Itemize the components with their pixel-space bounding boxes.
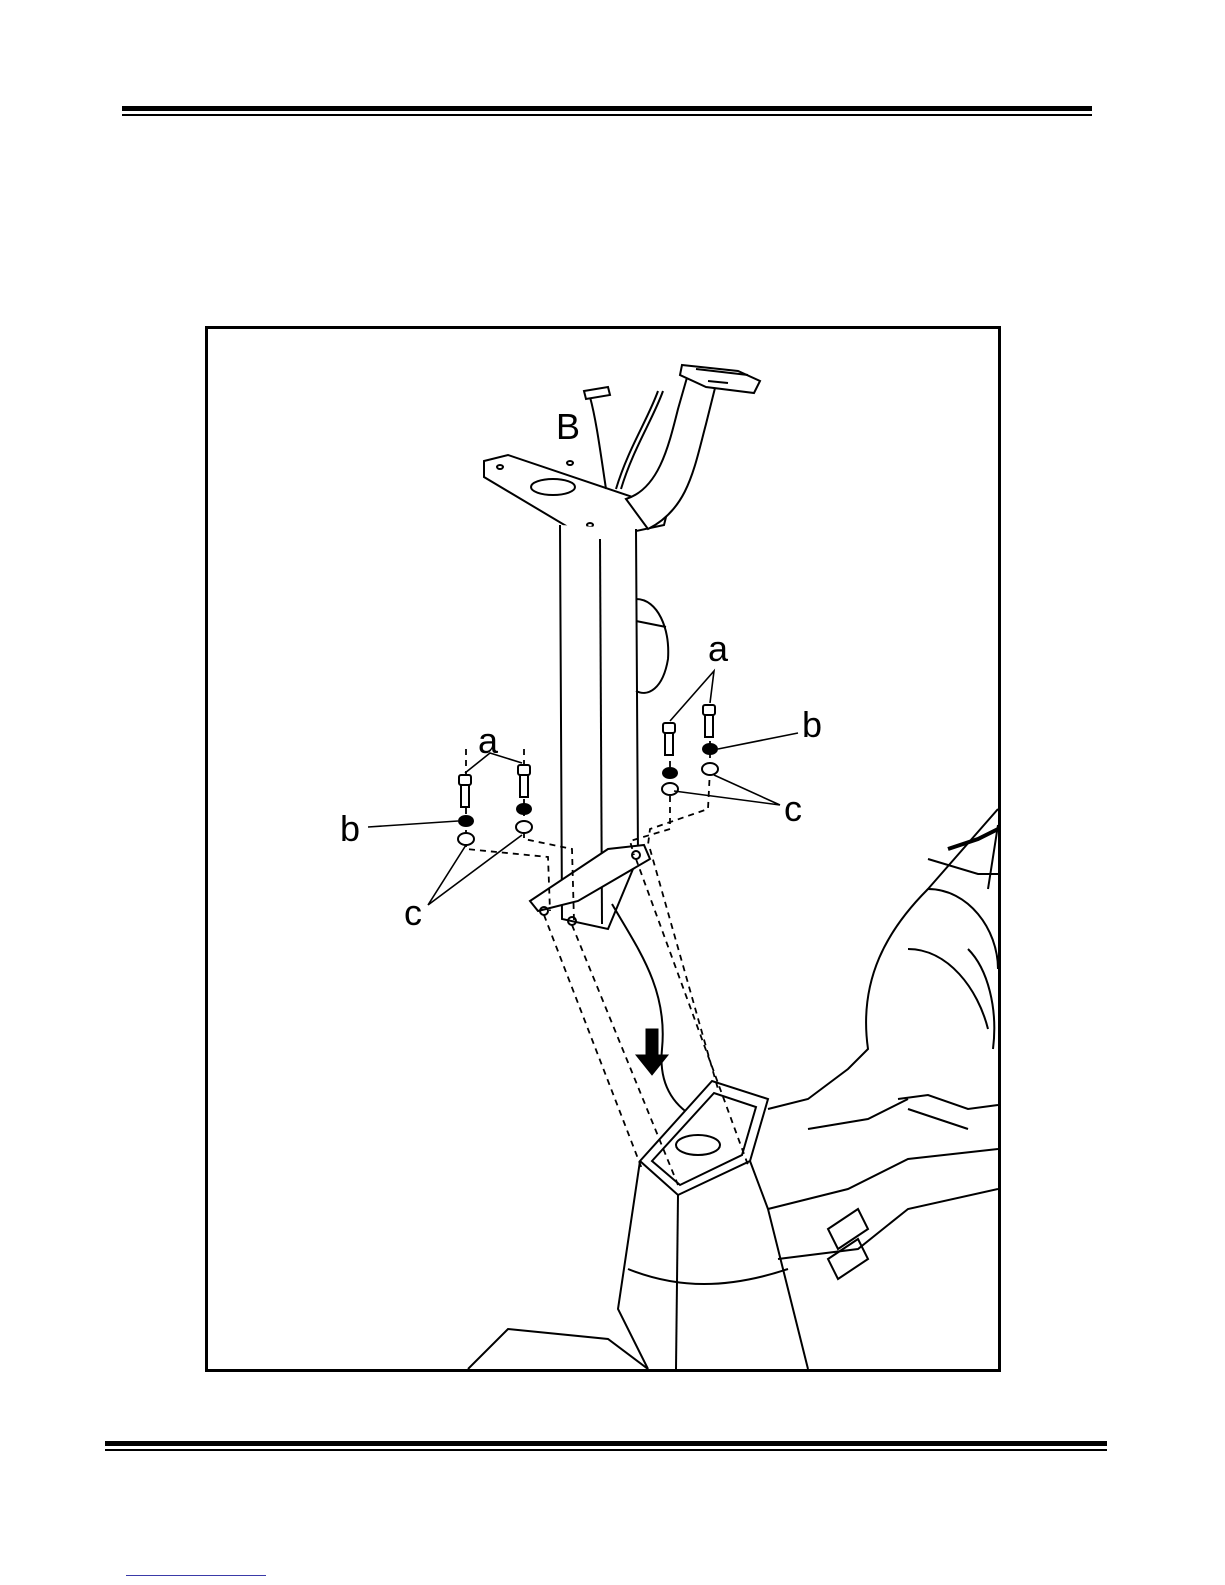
flat-washer-c (458, 833, 474, 845)
callout-b-right: b (802, 704, 822, 745)
lock-washer-b (459, 816, 473, 826)
cable-b (590, 397, 606, 489)
flat-washer-c (702, 763, 718, 775)
lock-washer-b (517, 804, 531, 814)
frame-body (618, 1161, 808, 1369)
bolt-a (663, 723, 675, 755)
callout-a-left: a (478, 720, 499, 761)
bolt-a (459, 775, 471, 807)
bolt-a (518, 765, 530, 797)
handlebar-stem (626, 374, 716, 529)
callout-b-left: b (340, 808, 360, 849)
guide-line (650, 849, 718, 1089)
flat-washer-c (662, 783, 678, 795)
lock-washer-b (703, 744, 717, 754)
footer-rule-thin (105, 1449, 1107, 1451)
footer-rule-thick (105, 1441, 1107, 1446)
header-rule-thick (122, 106, 1092, 111)
callout-a-right: a (708, 628, 729, 669)
footer-link-underline[interactable] (126, 1575, 266, 1576)
frame-receiver (640, 1081, 768, 1195)
bolt-a (703, 705, 715, 737)
callout-c-right: c (784, 788, 802, 829)
assembly-figure: B a a b b c c (205, 326, 1001, 1372)
callout-B: B (556, 406, 580, 447)
brake-cable (616, 391, 658, 489)
cable-route (612, 904, 698, 1119)
guide-line (544, 915, 642, 1169)
callout-c-left: c (404, 892, 422, 933)
header-rule-thin (122, 114, 1092, 116)
flat-washer-c (516, 821, 532, 833)
lock-washer-b (663, 768, 677, 778)
assembly-drawing: B a a b b c c (208, 329, 998, 1369)
